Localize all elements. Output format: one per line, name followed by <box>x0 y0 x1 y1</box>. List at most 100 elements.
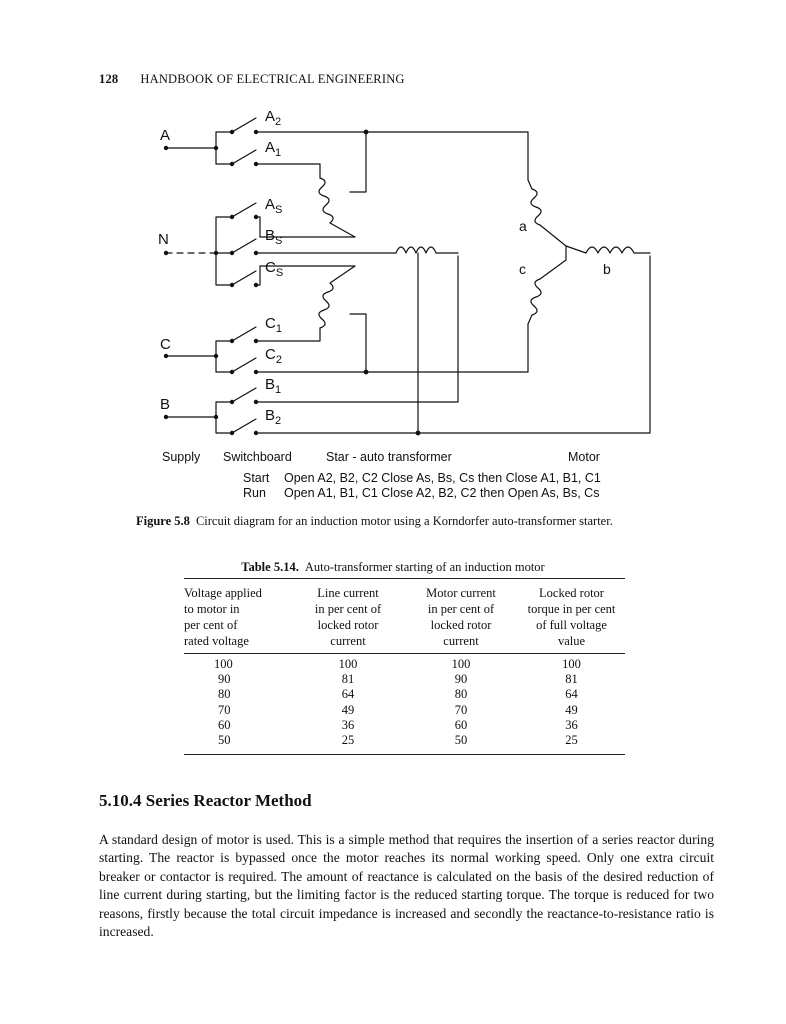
switch-dot <box>229 369 235 375</box>
page-number: 128 <box>99 72 119 86</box>
switch-blade-b2 <box>231 418 257 434</box>
auto-transformer-winding-c <box>318 265 356 329</box>
figure-caption-text: Circuit diagram for an induction motor u… <box>195 514 613 528</box>
switch-dot <box>253 430 259 436</box>
sequence-run-label: Run <box>243 486 266 500</box>
switch-dot <box>253 161 259 167</box>
table-title: Table 5.14. Auto-transformer starting of … <box>0 560 786 575</box>
label-phase-b: B <box>160 396 170 413</box>
switch-dot <box>229 282 235 288</box>
terminal-dot <box>163 145 169 151</box>
label-switch-as: AS <box>265 196 282 216</box>
motor-winding-b <box>565 245 651 254</box>
junction-dot <box>363 369 369 375</box>
terminal-dot <box>213 145 219 151</box>
table-title-text: Auto-transformer starting of an inductio… <box>304 560 545 574</box>
supply-line-a <box>165 131 233 165</box>
auto-transformer-winding-b <box>395 246 459 254</box>
switch-blade-a1 <box>231 149 257 165</box>
label-switch-b1: B1 <box>265 376 281 396</box>
switch-dot <box>253 338 259 344</box>
label-motor: Motor <box>568 450 600 464</box>
label-switch-c2: C2 <box>265 346 282 366</box>
auto-transformer-winding-a <box>318 177 356 238</box>
label-switch-cs: CS <box>265 259 283 279</box>
label-neutral: N <box>158 231 169 248</box>
label-switch-b2: B2 <box>265 407 281 427</box>
wire-b1 <box>255 255 459 403</box>
label-phase-a: A <box>160 127 170 144</box>
neutral-bus <box>215 216 233 286</box>
switch-dot <box>229 161 235 167</box>
terminal-dot <box>213 414 219 420</box>
junction-dot <box>363 129 369 135</box>
supply-line-b <box>165 401 233 434</box>
label-switchboard: Switchboard <box>223 450 292 464</box>
wire-c1 <box>255 327 321 342</box>
sequence-start-text: Open A2, B2, C2 Close As, Bs, Cs then Cl… <box>284 471 601 485</box>
wire-b2 <box>255 255 651 434</box>
switch-dot <box>229 250 235 256</box>
switch-blade-a2 <box>231 117 257 133</box>
sequence-start-label: Start <box>243 471 270 485</box>
switch-dot <box>229 338 235 344</box>
wire-tap-c <box>349 313 367 373</box>
switch-blade-bs <box>231 238 257 254</box>
switch-dot <box>253 250 259 256</box>
supply-line-c <box>165 340 233 373</box>
running-head: 128 HANDBOOK OF ELECTRICAL ENGINEERING <box>99 72 405 87</box>
switch-blade-b1 <box>231 387 257 403</box>
junction-dot <box>415 430 421 436</box>
figure-caption-label: Figure 5.8 <box>136 514 190 528</box>
wire-a1 <box>255 163 321 179</box>
switch-dot <box>229 214 235 220</box>
switch-dot <box>253 369 259 375</box>
terminal-dot <box>213 250 219 256</box>
switch-blade-cs <box>231 270 257 286</box>
switch-dot <box>229 399 235 405</box>
label-motor-a: a <box>519 218 527 234</box>
switch-blade-c2 <box>231 357 257 373</box>
switch-dot <box>253 399 259 405</box>
sequence-run-text: Open A1, B1, C1 Close A2, B2, C2 then Op… <box>284 486 599 500</box>
label-switch-c1: C1 <box>265 315 282 335</box>
switch-dot <box>229 129 235 135</box>
label-switch-a2: A2 <box>265 108 281 128</box>
switch-dot <box>229 430 235 436</box>
terminal-dot <box>163 250 169 256</box>
wire-tap-a <box>349 131 367 193</box>
wire-c2 <box>255 323 529 373</box>
switch-dot <box>253 214 259 220</box>
body-paragraph: A standard design of motor is used. This… <box>99 832 714 940</box>
terminal-dot <box>163 353 169 359</box>
wire-a2 <box>255 131 529 181</box>
label-phase-c: C <box>160 336 171 353</box>
circuit-diagram: A N C B A2 A1 AS BS CS C1 C2 B1 B2 a b c… <box>158 108 651 500</box>
section-heading: 5.10.4 Series Reactor Method <box>99 791 312 810</box>
table-label: Table 5.14. <box>241 560 299 574</box>
terminal-dot <box>163 414 169 420</box>
switch-dot <box>253 282 259 288</box>
switch-dot <box>253 129 259 135</box>
label-supply: Supply <box>162 450 201 464</box>
motor-winding-a <box>527 179 567 247</box>
terminal-dot <box>213 353 219 359</box>
running-title: HANDBOOK OF ELECTRICAL ENGINEERING <box>140 72 405 86</box>
switch-blade-c1 <box>231 326 257 342</box>
label-motor-c: c <box>519 261 526 277</box>
label-motor-b: b <box>603 261 611 277</box>
label-switch-a1: A1 <box>265 139 281 159</box>
figure-caption: Figure 5.8 Circuit diagram for an inducti… <box>136 514 613 529</box>
label-star-auto-transformer: Star - auto transformer <box>326 450 452 464</box>
